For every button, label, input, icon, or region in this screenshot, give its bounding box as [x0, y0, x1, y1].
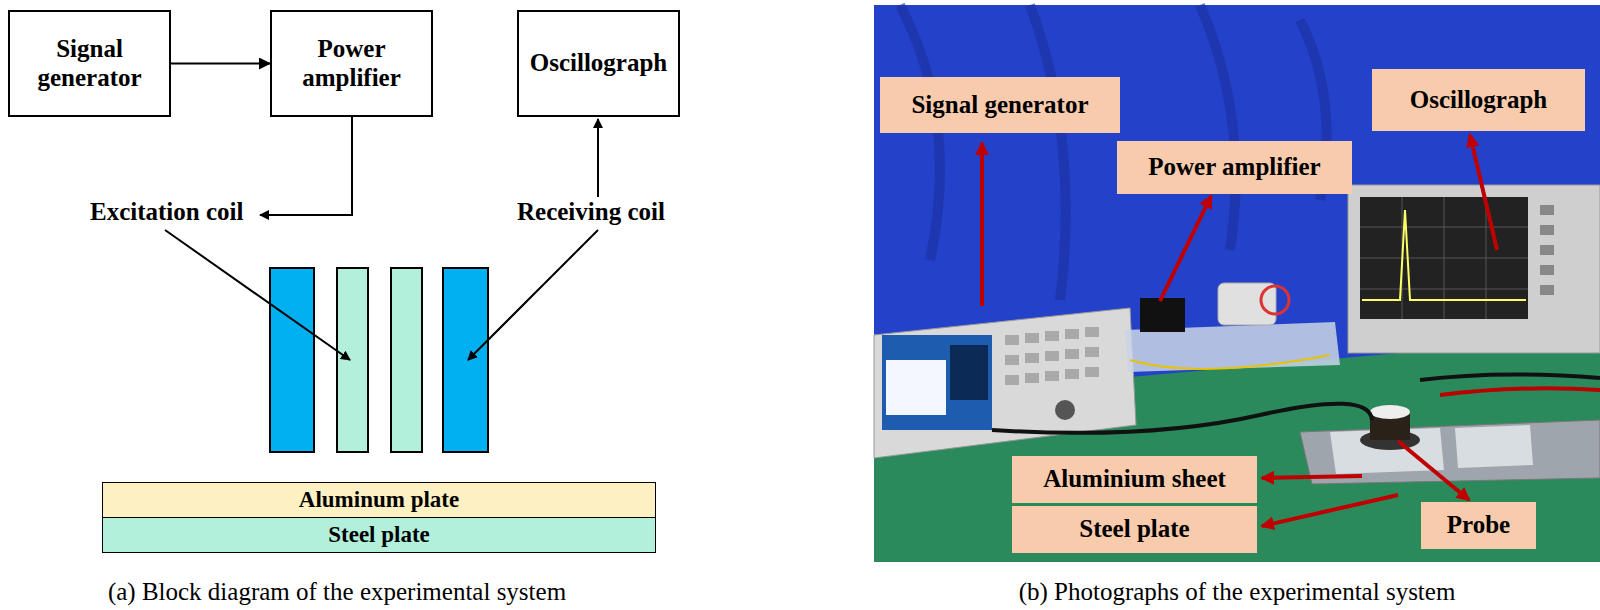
node-text: Oscillograph — [1410, 86, 1548, 115]
process-box: Oscillograph — [517, 10, 680, 117]
photo — [874, 5, 1600, 562]
plate-band: Aluminum plate — [102, 482, 656, 518]
text-stack: Steel plate — [1079, 515, 1189, 544]
callout-box: Oscillograph — [1372, 69, 1585, 131]
process-box: Power amplifier — [270, 10, 433, 117]
node-text: Power amplifier — [1148, 153, 1320, 182]
text-stack: Aluminum plate — [299, 487, 459, 513]
coil-label: Excitation coil — [90, 198, 243, 226]
node-text: Steel plate — [1079, 515, 1189, 544]
node-text: Signal generator — [18, 35, 161, 93]
callout-arrow — [1262, 476, 1362, 478]
figure-caption: (a) Block diagram of the experimental sy… — [108, 578, 566, 606]
text-stack: Steel plate — [328, 522, 430, 548]
coil-bar — [270, 268, 314, 452]
coil-bar — [443, 268, 488, 452]
text-stack: Probe — [1447, 511, 1510, 540]
plate-band: Steel plate — [102, 517, 656, 553]
node-text: Power amplifier — [280, 35, 423, 93]
callout-arrow — [1470, 135, 1497, 250]
coil-bar — [391, 268, 422, 452]
callout-arrow — [980, 143, 984, 306]
callout-arrow — [1398, 441, 1469, 500]
leader-line — [468, 230, 598, 360]
node-text: Aluminum plate — [299, 487, 459, 513]
callout-box: Power amplifier — [1117, 141, 1352, 194]
figure-caption: (b) Photographs of the experimental syst… — [1019, 578, 1456, 606]
flow-arrow — [171, 63, 270, 65]
callout-arrow — [1262, 495, 1398, 526]
text-stack: Power amplifier — [1148, 153, 1320, 182]
callout-box: Signal generator — [880, 77, 1120, 133]
callout-box: Probe — [1421, 502, 1536, 549]
node-text: Oscillograph — [530, 49, 668, 78]
callout-box: Aluminium sheet — [1012, 456, 1257, 503]
text-stack: Power amplifier — [280, 35, 423, 93]
coil-bar — [337, 268, 368, 452]
text-stack: Aluminium sheet — [1043, 465, 1226, 494]
process-box: Signal generator — [8, 10, 171, 117]
callout-box: Steel plate — [1012, 506, 1257, 553]
node-text: Aluminium sheet — [1043, 465, 1226, 494]
leader-line — [260, 117, 352, 215]
leader-line — [597, 119, 599, 197]
text-stack: Oscillograph — [1410, 86, 1548, 115]
node-text: Probe — [1447, 511, 1510, 540]
coil-label: Receiving coil — [517, 198, 665, 226]
node-text: Steel plate — [328, 522, 430, 548]
node-text: Signal generator — [911, 91, 1088, 120]
leader-line — [165, 230, 350, 360]
text-stack: Signal generator — [911, 91, 1088, 120]
callout-arrow — [1160, 196, 1211, 301]
text-stack: Oscillograph — [530, 49, 668, 78]
text-stack: Signal generator — [18, 35, 161, 93]
